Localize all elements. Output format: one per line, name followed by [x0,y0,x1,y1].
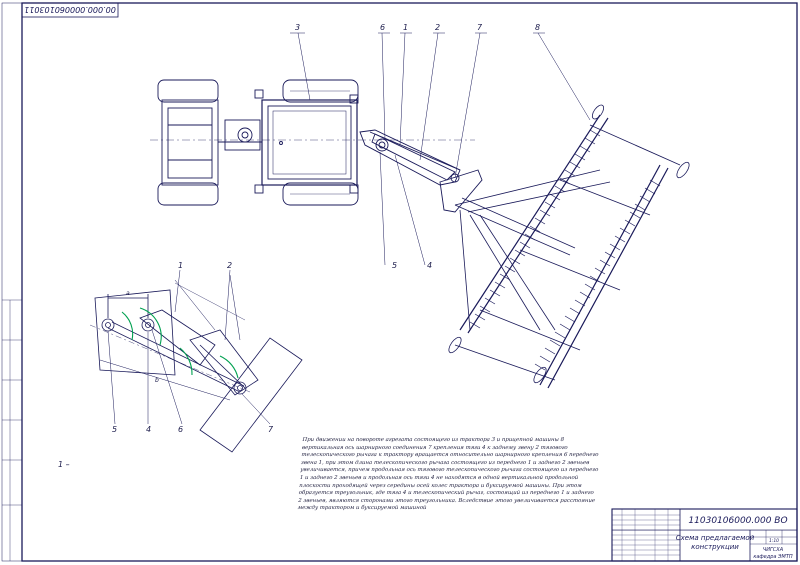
detail-callout-5: 5 [112,425,117,434]
telescopic-lever [359,129,483,213]
detail-callout-6: 6 [178,425,183,434]
title-line-1: Схема предлагаемой [676,534,755,542]
callouts-top: 3 6 1 2 7 8 5 4 [295,23,540,270]
callout-leaders-top [290,32,591,266]
callout-4: 4 [427,261,432,270]
callout-7: 7 [477,23,483,32]
callout-8: 8 [535,23,540,32]
side-fig-mark: 1 – [58,460,70,469]
rotated-doc-code: 00.000.000060103011 [24,5,116,14]
gang-teeth-1 [469,129,601,329]
detail-callout-1: 1 [178,261,183,270]
callout-2: 2 [435,23,440,32]
title-block [611,508,798,562]
detail-labels: 1 2 5 4 6 7 a b 1 – [58,261,274,469]
callout-5: 5 [392,261,397,270]
rotated-code-box: 00.000.000060103011 [21,2,119,18]
detail-diagram [89,274,303,453]
dim-b: b [155,377,159,384]
university: ЧИГСХА [763,547,784,553]
detail-callout-7: 7 [268,425,274,434]
title-line-2: конструкции [691,543,739,551]
swing-arcs [121,307,239,379]
description-text: При движении на повороте агрегата состоя… [297,437,599,512]
tractor [150,79,475,206]
dim-a: a [126,290,130,297]
callout-6: 6 [380,23,385,32]
towed-implement [448,104,690,389]
gang-teeth-2 [534,179,661,371]
callout-3: 3 [295,23,300,32]
callout-1: 1 [403,23,408,32]
doc-code: 11030106000.000 ВО [688,516,787,526]
department: кафедра ЭМТП [753,554,793,560]
scale: 1:10 [769,538,779,544]
title-block-text: 11030106000.000 ВО Схема предлагаемой ко… [676,516,793,560]
detail-callout-2: 2 [227,261,232,270]
detail-leaders [107,269,271,425]
detail-callout-4: 4 [146,425,151,434]
